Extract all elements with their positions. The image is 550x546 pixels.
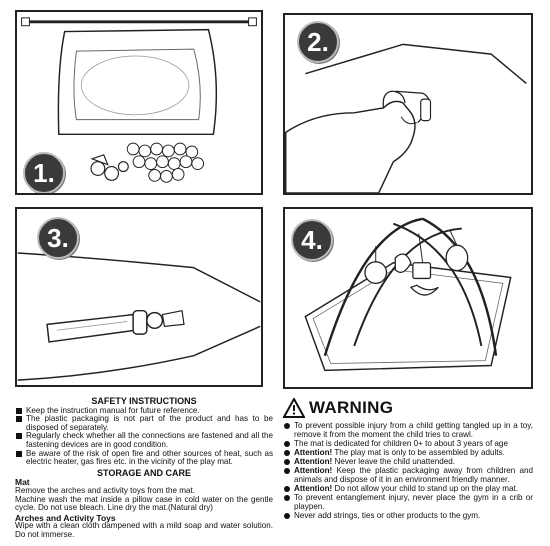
round-bullet-icon — [284, 468, 290, 475]
safety-item: Be aware of the risk of open fire and ot… — [15, 449, 273, 467]
square-bullet-icon — [16, 450, 22, 457]
step-4-panel: 4. — [283, 207, 533, 389]
round-bullet-icon — [284, 423, 290, 429]
step-number-badge: 1. — [23, 152, 65, 193]
round-bullet-icon — [284, 449, 290, 456]
mat-care-text: Remove the arches and activity toys from… — [15, 485, 195, 495]
square-bullet-icon — [16, 407, 22, 414]
warning-column: WARNING To prevent possible injury from … — [283, 397, 533, 521]
step-number-badge: 4. — [291, 219, 333, 261]
round-bullet-icon — [284, 486, 290, 493]
round-bullet-icon — [284, 459, 290, 466]
safety-instructions-heading: SAFETY INSTRUCTIONS — [91, 396, 197, 406]
round-bullet-icon — [284, 513, 290, 520]
warning-item: Attention! The play mat is only to be as… — [283, 448, 533, 458]
warning-triangle-icon — [283, 398, 305, 418]
warning-item: Never add strings, ties or other product… — [283, 511, 533, 521]
mat-subheading: Mat — [15, 477, 30, 488]
mat-care-text: Machine wash the mat inside a pillow cas… — [15, 494, 273, 513]
square-bullet-icon — [16, 433, 22, 440]
step-2-panel: 2. — [283, 13, 533, 195]
safety-item: Keep the instruction manual for future r… — [15, 406, 273, 416]
warning-item: Attention! Never leave the child unatten… — [283, 457, 533, 467]
warning-heading: WARNING — [309, 397, 394, 417]
mat-folded-illustration — [21, 17, 257, 183]
hand-clip-illustration — [285, 43, 527, 193]
toys-subheading: Arches and Activity Toys — [15, 512, 116, 523]
warning-item: Attention! Do not allow your child to st… — [283, 484, 533, 494]
toys-care-text: Wipe with a clean cloth dampened with a … — [15, 521, 273, 539]
warning-item: To prevent possible injury from a child … — [283, 421, 533, 439]
round-bullet-icon — [284, 440, 290, 447]
step-3-panel: 3. — [15, 207, 263, 387]
assembled-play-gym-illustration — [304, 217, 512, 372]
storage-care-heading: STORAGE AND CARE — [96, 467, 191, 478]
round-bullet-icon — [284, 495, 290, 502]
warning-item: The mat is dedicated for children 0+ to … — [283, 439, 533, 449]
warning-item: Attention! Keep the plastic packaging aw… — [283, 467, 533, 484]
step-1-panel: 1. — [15, 10, 263, 195]
safety-item: The plastic packaging is not part of the… — [15, 414, 273, 432]
step-number-badge: 3. — [37, 217, 79, 259]
step-number-badge: 2. — [297, 21, 339, 63]
warning-heading-row: WARNING — [283, 397, 533, 419]
square-bullet-icon — [16, 416, 22, 423]
arch-buckle-illustration — [17, 252, 261, 381]
safety-item: Regularly check whether all the connecti… — [15, 432, 273, 449]
safety-and-care-column: SAFETY INSTRUCTIONS Keep the instruction… — [15, 397, 273, 540]
warning-item: To prevent entanglement injury, never pl… — [283, 494, 533, 511]
